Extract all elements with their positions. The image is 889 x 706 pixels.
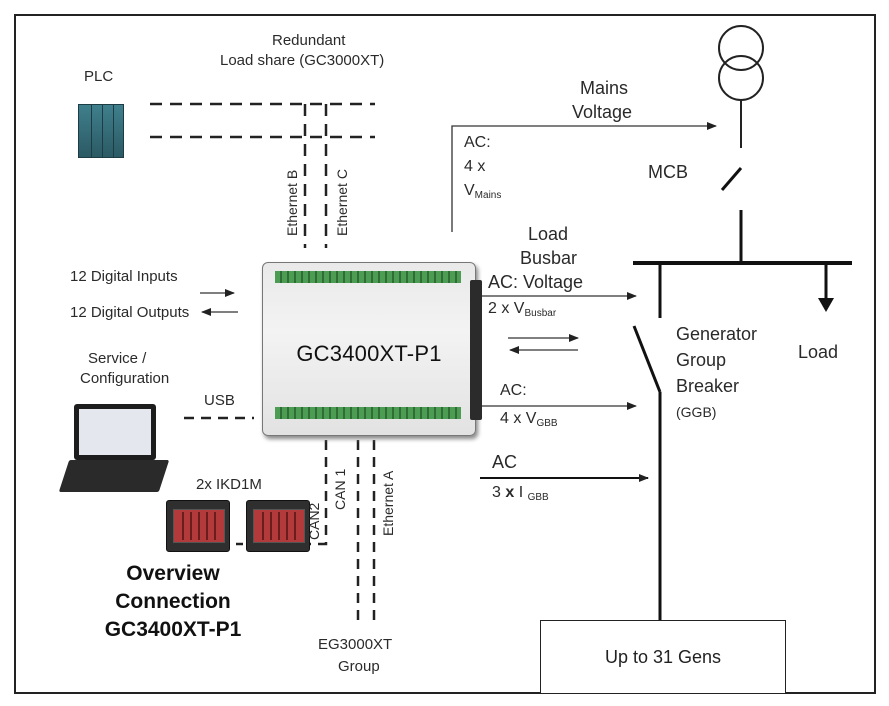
configuration-label: Configuration [80, 370, 170, 387]
plc-label: PLC [84, 68, 114, 85]
can1-label: CAN 1 [332, 468, 348, 510]
ac-mains-label-1: AC: [464, 134, 491, 151]
ac-mains-label-3: VMains [464, 182, 502, 201]
ethernet-c-label: Ethernet C [334, 169, 350, 236]
can-ethernet-lines [236, 440, 376, 620]
load-label: Load [798, 342, 839, 362]
ac-ggb-label-2: 4 x VGBB [500, 410, 558, 429]
laptop-icon [58, 404, 170, 496]
overview-title-line-1: Overview [126, 562, 220, 585]
gen-breaker-label-3: Breaker [676, 376, 740, 396]
overview-title: Overview Connection GC3400XT-P1 [86, 560, 260, 644]
ac-busbar-label-2: 2 x VBusbar [488, 300, 557, 319]
generator-bus [632, 263, 662, 620]
eg-group-label-1: EG3000XT [318, 636, 393, 653]
ac-busbar-label-1: AC: Voltage [488, 272, 584, 292]
gens-box: Up to 31 Gens [540, 620, 786, 694]
mains-voltage-label-2: Voltage [572, 102, 633, 122]
digital-outputs-label: 12 Digital Outputs [70, 304, 190, 321]
mains-voltage-line [451, 122, 717, 232]
gens-label: Up to 31 Gens [604, 647, 722, 667]
overview-title-line-2: Connection [115, 590, 231, 613]
redundant-label: Redundant [272, 32, 346, 49]
ac-current-label-2: 3 x I GBB [492, 484, 549, 503]
overview-title-line-3: GC3400XT-P1 [104, 618, 242, 641]
load-busbar-label-1: Load [528, 224, 569, 244]
ikd-label: 2x IKD1M [196, 476, 262, 493]
device-label: GC3400XT-P1 [296, 341, 442, 366]
ikd-display-2-icon [246, 500, 310, 552]
mcb-label: MCB [648, 162, 688, 182]
ac-mains-label-2: 4 x [464, 158, 486, 175]
digital-inputs-label: 12 Digital Inputs [70, 268, 178, 285]
ethernet-a-label: Ethernet A [380, 470, 396, 536]
gc3400xt-device: GC3400XT-P1 [262, 262, 482, 440]
usb-label: USB [204, 392, 235, 409]
ac-ggb-label-1: AC: [500, 382, 527, 399]
plc-icon [78, 104, 124, 158]
service-label: Service / [88, 350, 147, 367]
gen-breaker-label-2: Group [676, 350, 727, 370]
load-arrow [818, 263, 834, 312]
diagram-frame [14, 14, 876, 694]
signal-arrows [200, 289, 637, 410]
ikd-display-1-icon [166, 500, 230, 552]
can2-label: CAN2 [306, 502, 322, 540]
ac-current-label-1: AC [492, 452, 518, 472]
mcb-switch [720, 167, 743, 263]
eg-group-label-2: Group [338, 658, 380, 675]
load-share-lines [150, 102, 375, 248]
load-share-label: Load share (GC3000XT) [220, 52, 385, 69]
ethernet-b-label: Ethernet B [284, 169, 300, 236]
gen-breaker-label-4: (GGB) [676, 404, 717, 420]
transformer-symbol [718, 25, 764, 148]
gen-breaker-label-1: Generator [676, 324, 758, 344]
load-busbar-label-2: Busbar [520, 248, 578, 268]
mains-voltage-label-1: Mains [580, 78, 629, 98]
